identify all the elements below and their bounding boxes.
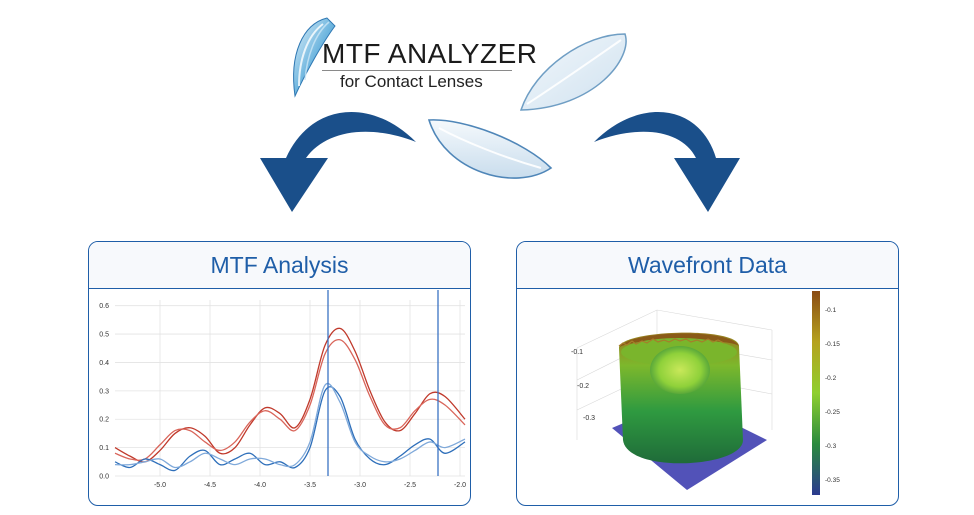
x-tick-label: -4.5 [204, 482, 216, 489]
wavefront-data-header: Wavefront Data [517, 242, 898, 289]
y-tick-label: 0.3 [99, 388, 109, 395]
mtf-analysis-header: MTF Analysis [89, 242, 470, 289]
colorbar-tick-label: -0.25 [825, 409, 840, 417]
arrow-left-icon [260, 111, 416, 212]
mtf-series-line [114, 338, 466, 461]
y-tick-label: 0.4 [99, 360, 109, 367]
surface-inner-dome [650, 346, 710, 394]
y-tick-label: 0.0 [99, 474, 109, 481]
wavefront-data-title: Wavefront Data [628, 251, 787, 278]
contact-lens-logo-icon [293, 17, 336, 98]
x-tick-label: -3.5 [304, 482, 316, 489]
y-tick-label: 0.1 [99, 445, 109, 452]
y-tick-label: 0.2 [99, 417, 109, 424]
surface-axis-tick: -0.2 [577, 383, 589, 390]
mtf-series-line [114, 382, 466, 469]
x-tick-label: -5.0 [154, 482, 166, 489]
colorbar-tick-label: -0.35 [825, 477, 840, 485]
x-tick-label: -4.0 [254, 482, 266, 489]
mtf-chart: -5.0 -4.5 -4.0 -3.5 -3.0 -2.5 -2.0 0.0 0.1 0.2 0.3… [99, 290, 466, 489]
wavefront-surface-plot: -0.1 -0.2 -0.3 [571, 309, 773, 490]
colorbar-tick-label: -0.2 [825, 375, 837, 383]
app-subtitle: for Contact Lenses [340, 72, 483, 91]
contact-lens-center-icon [427, 119, 553, 179]
colorbar [812, 291, 820, 495]
x-tick-label: -2.5 [404, 482, 416, 489]
colorbar-tick-label: -0.3 [825, 443, 837, 451]
app-title: MTF ANALYZER [322, 38, 538, 69]
y-tick-label: 0.6 [99, 303, 109, 310]
mtf-analysis-title: MTF Analysis [210, 251, 349, 278]
x-tick-label: -2.0 [454, 482, 466, 489]
mtf-series-line [114, 327, 466, 463]
arrow-right-icon [594, 111, 740, 212]
contact-lens-right-icon [519, 33, 627, 111]
x-tick-label: -3.0 [354, 482, 366, 489]
surface-axis-tick: -0.3 [583, 415, 595, 422]
colorbar-tick-label: -0.1 [825, 307, 837, 315]
wavefront-data-panel: Wavefront Data -0.1 -0.2 -0.3 [516, 241, 899, 506]
title-divider [322, 70, 512, 71]
surface-outer-wall [619, 332, 743, 464]
colorbar-tick-label: -0.15 [825, 341, 840, 349]
surface-axis-tick: -0.1 [571, 349, 583, 356]
y-tick-label: 0.5 [99, 332, 109, 339]
mtf-analysis-panel: MTF Analysis -5.0 -4.5 -4.0 -3.5 -3.0 -2.5 -2.… [88, 241, 471, 506]
